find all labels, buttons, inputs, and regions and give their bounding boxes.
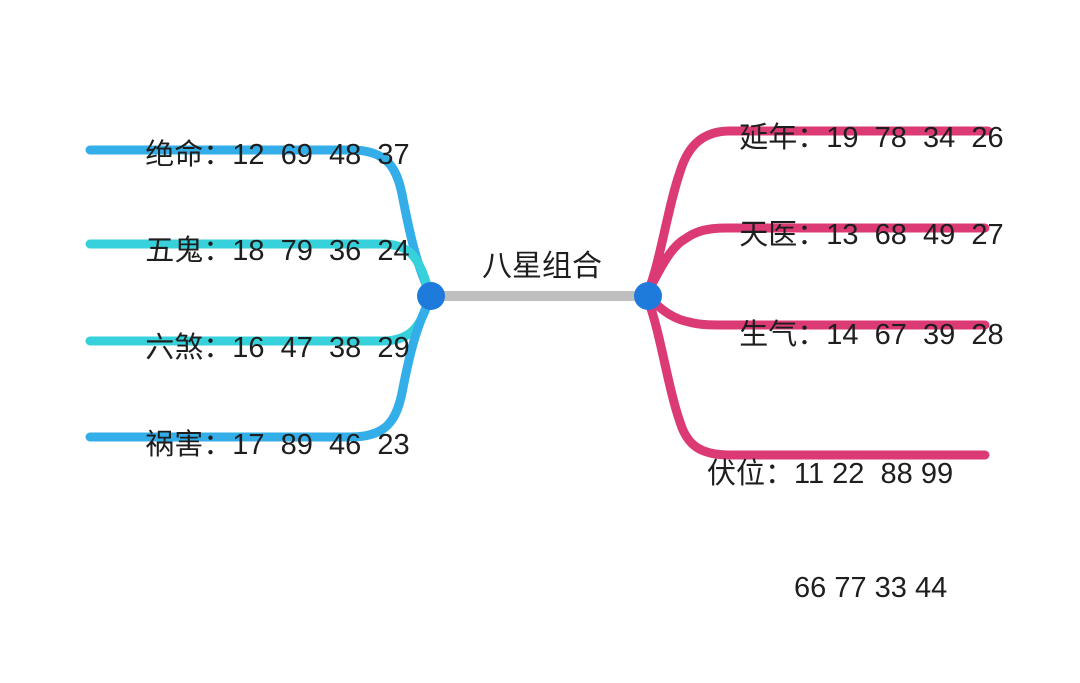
branch-numbers: 17 89 46 23 [232,429,410,461]
branch-numbers: 11 22 88 99 [794,458,954,490]
branch-name: 延年： [739,122,827,154]
branch-label-shengqi: 生气：14 67 39 28 [707,286,1004,385]
fuwei-row-1: 伏位：11 22 88 99 [707,455,953,493]
branch-label-liusha: 六煞：16 47 38 29 [113,299,410,398]
branch-numbers: 19 78 34 26 [826,122,1004,154]
branch-name: 伏位： [707,458,795,490]
branch-label-wugui: 五鬼：18 79 36 24 [113,202,410,301]
branch-numbers: 12 69 48 37 [232,139,410,171]
branch-numbers: 14 67 39 28 [826,319,1004,351]
branch-curve-wugui [85,239,433,294]
branch-numbers-line2: 66 77 33 44 [794,572,948,604]
center-node-title: 八星组合 [482,250,602,283]
branch-numbers: 16 47 38 29 [232,332,410,364]
branch-label-jueming: 绝命：12 69 48 37 [113,106,410,205]
branch-name: 祸害： [145,429,233,461]
branch-label-yannian: 延年：19 78 34 26 [707,89,1004,188]
branch-numbers: 18 79 36 24 [232,235,410,267]
branch-numbers: 13 68 49 27 [826,219,1004,251]
branch-name: 生气： [739,319,827,351]
fuwei-row-2: 66 77 33 44 [794,569,953,607]
branch-name: 绝命： [145,139,233,171]
branch-curve-fuwei [643,295,990,460]
branch-name: 六煞： [145,332,233,364]
branch-curve-tianyi [643,223,990,297]
mindmap-canvas: 八星组合 绝命：12 69 48 37 五鬼：18 79 36 24 六煞：16… [85,89,1004,604]
right-hub-dot [634,282,662,310]
branch-name: 天医： [739,219,827,251]
left-hub-dot [417,282,445,310]
branch-label-tianyi: 天医：13 68 49 27 [707,186,1004,285]
branch-curve-yannian [643,126,993,297]
branch-curves-layer [85,126,993,460]
branch-curve-huohai [85,294,435,442]
branch-name: 五鬼： [145,235,233,267]
branch-label-huohai: 祸害：17 89 46 23 [113,396,410,495]
branch-curve-shengqi [645,293,990,330]
branch-label-fuwei: 伏位：11 22 88 99 66 77 33 44 [707,379,953,683]
